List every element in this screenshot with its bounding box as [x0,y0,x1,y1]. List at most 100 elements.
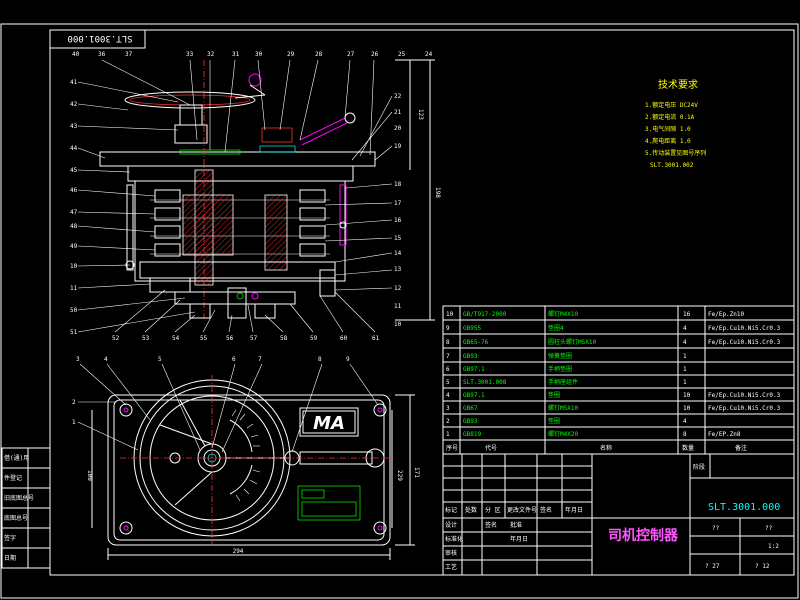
row-label: 标准化 [445,535,463,543]
bom-name: 垫圈 [548,391,560,399]
callout: 27 [347,51,355,58]
callout: 2 [72,399,76,406]
dim-plan-height: 171 [413,467,420,478]
bom-name: 螺钉M4X20 [548,430,578,438]
bom-mat: Fe/Ep.Zn10 [708,311,745,318]
mark-a: ?? [712,525,720,532]
callout: 8 [318,356,322,363]
bom-qty: 1 [683,379,687,386]
callout: 4 [104,356,108,363]
bom-name: 弹簧垫圈 [548,352,572,360]
callout: 13 [394,266,402,273]
callout: 53 [142,335,150,342]
title-block: 标记 处数 分 区 更改文件号 签名 年月日 设计 标准化 审核 工艺 批准 签… [442,453,795,576]
bom-qty: 4 [683,325,687,332]
callout: 50 [70,307,78,314]
mark-b: ?? [765,525,773,532]
callout: 44 [70,145,78,152]
requirement-line: 3.电气间隙 1.0 [645,125,691,133]
callout: 29 [287,51,295,58]
callout: 10 [394,321,402,328]
callout: 26 [371,51,379,58]
callout: 5 [158,356,162,363]
callout: 42 [70,101,78,108]
stage-label: 阶段 [693,463,705,471]
callout: 33 [186,51,194,58]
bom-no: 4 [446,392,450,399]
callout: 60 [340,335,348,342]
callout: 32 [207,51,215,58]
requirement-line: 4.爬电距离 1.0 [645,137,691,145]
side-label-4: 签字 [4,534,16,542]
row-label: 批准 [510,521,522,529]
bom-no: 10 [446,311,454,318]
col-label: 签名 [485,521,497,529]
callout: 3 [76,356,80,363]
scale-value: 1:2 [768,543,779,550]
bom-no: 2 [446,418,450,425]
bom-header-mat: 备注 [735,444,747,452]
callout: 6 [232,356,236,363]
outer-frame [0,23,799,599]
bom-name: 螺钉M5X10 [548,404,578,412]
callout: 19 [394,143,402,150]
callout: 11 [70,285,78,292]
side-label-3: 底图总号 [4,514,28,522]
callout: 1 [72,419,76,426]
callout: 48 [70,223,78,230]
tech-requirements: 技术要求 1.额定电压 DC24V 2.额定电流 0.1A 3.电气间隙 1.0… [645,78,706,169]
callout: 40 [72,51,80,58]
requirement-line: 2.额定电流 0.1A [645,113,695,121]
callout: 59 [310,335,318,342]
sheet-a: ? 27 [705,563,720,570]
bom-code: GB/T917-2000 [463,311,507,318]
bom-qty: 1 [683,353,687,360]
callout: 47 [70,209,78,216]
row-label: 工艺 [445,563,457,571]
bom-name: 垫圈4 [548,324,564,332]
dim-top-height: 123 [417,109,424,120]
bom-no: 3 [446,405,450,412]
bom-header-no: 序号 [446,444,458,452]
bom-code: SLT.3001.008 [463,379,507,386]
bom-name: 手柄座组件 [548,378,578,386]
callout: 45 [70,167,78,174]
callout: 51 [70,329,78,336]
bom-code: GB97.1 [463,392,485,399]
callout: 46 [70,187,78,194]
bom-header-code: 代号 [485,444,497,452]
side-block: 借(通)用 件登记 旧底图总号 底图总号 签字 日期 [1,447,51,569]
requirement-line: 5.传动装置见图号序列 [645,149,706,157]
callout: 49 [70,243,78,250]
row-label: 审核 [445,549,457,557]
bom-mat: Fe/Ep.Cu10.Ni5.Cr0.3 [708,339,781,346]
callout: 31 [232,51,240,58]
bom-no: 8 [446,339,450,346]
callout: 20 [394,125,402,132]
requirement-line: SLT.3001.002 [650,162,694,169]
callout: 58 [280,335,288,342]
bom-no: 5 [446,379,450,386]
role-label: 年月日 [565,506,583,514]
callout: 52 [112,335,120,342]
callout: 36 [98,51,106,58]
plan-leaders [77,363,379,453]
bom-qty: 8 [683,431,687,438]
bom-name: 手柄垫圈 [548,365,572,373]
bom-name: 圆柱头螺钉M5X10 [548,338,596,346]
side-label-5: 日期 [4,554,16,562]
bom-no: 7 [446,353,450,360]
dim-plan-side: 100 [86,470,93,481]
callouts-top: 40 36 37 33 32 31 30 29 28 27 26 25 24 [72,51,433,58]
side-label-0: 借(通)用 [4,454,29,462]
callout: 28 [315,51,323,58]
callout: 37 [125,51,133,58]
callout: 10 [70,263,78,270]
role-label: 更改文件号 [507,506,537,514]
callout: 55 [200,335,208,342]
callout: 21 [394,109,402,116]
dim-plan-width: 294 [233,548,244,555]
callout: 14 [394,250,402,257]
drawing-number: SLT.3001.000 [708,502,780,513]
bom-code: GB955 [463,325,481,332]
